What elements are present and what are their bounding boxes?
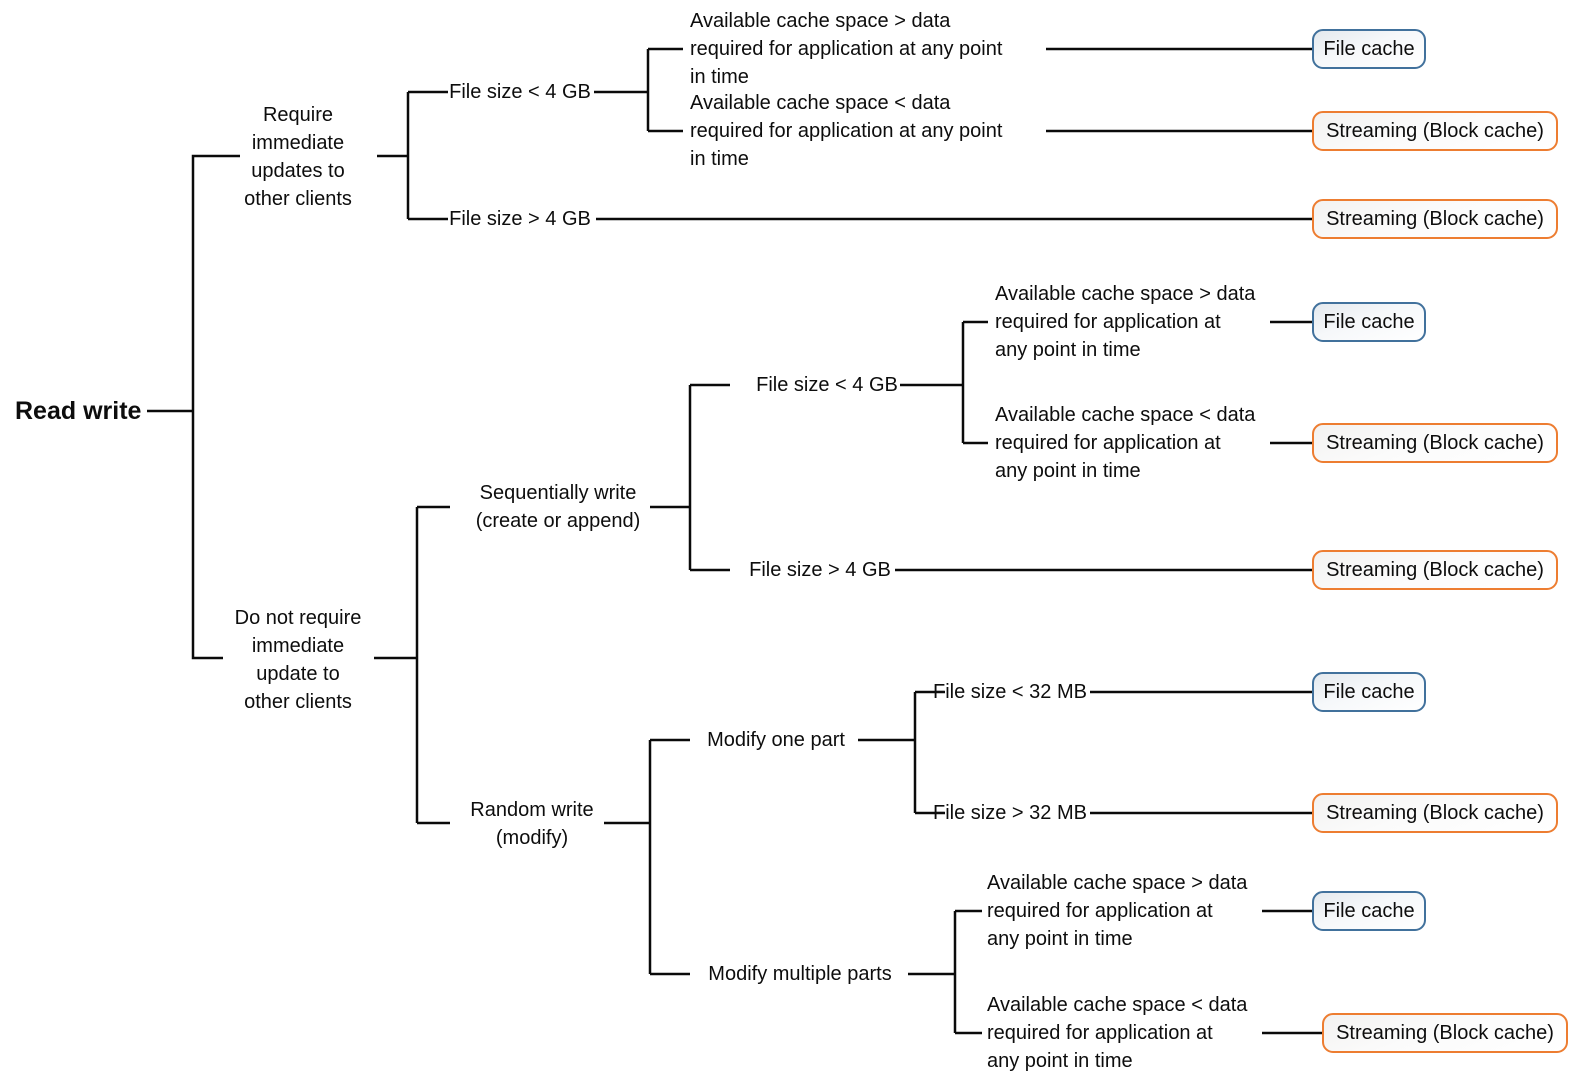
file-size-gt-4gb-top-label: File size > 4 GB bbox=[449, 208, 591, 230]
mid-leaf-connectors bbox=[895, 320, 1312, 572]
random-write-label: Random write (modify) bbox=[470, 799, 594, 849]
cache-lt-data-top-label: Available cache space < data required fo… bbox=[690, 92, 1003, 170]
file-size-lt-4gb-top-label: File size < 4 GB bbox=[449, 81, 591, 103]
cache-gt-data-mid-label: Available cache space > data required fo… bbox=[995, 283, 1256, 361]
file-cache-box-3: File cache bbox=[1312, 672, 1426, 712]
bottom-leaf-connectors bbox=[1262, 909, 1322, 1035]
cache-gt-data-top-label: Available cache space > data required fo… bbox=[690, 10, 1003, 88]
branch-no-immediate-label: Do not require immediate update to other… bbox=[234, 607, 362, 713]
modify-multi-split bbox=[908, 909, 982, 1035]
sequential-write-label: Sequentially write (create or append) bbox=[475, 482, 641, 532]
streaming-box-1: Streaming (Block cache) bbox=[1312, 111, 1558, 151]
file-size-lt-32mb-label: File size < 32 MB bbox=[933, 681, 1087, 703]
branch-not-immediate-connectors bbox=[374, 505, 450, 825]
top-cache-split bbox=[594, 47, 683, 133]
streaming-box-2: Streaming (Block cache) bbox=[1312, 199, 1558, 239]
seq-write-split bbox=[650, 383, 730, 572]
modify-one-split bbox=[858, 690, 945, 815]
branch-immediate-connectors bbox=[377, 90, 448, 221]
branch-require-immediate-label: Require immediate updates to other clien… bbox=[244, 104, 352, 210]
cache-lt-data-bottom-label: Available cache space < data required fo… bbox=[987, 994, 1248, 1072]
streaming-box-4: Streaming (Block cache) bbox=[1312, 550, 1558, 590]
streaming-box-3: Streaming (Block cache) bbox=[1312, 423, 1558, 463]
file-size-gt-4gb-mid-label: File size > 4 GB bbox=[749, 559, 891, 581]
file-size-gt-32mb-label: File size > 32 MB bbox=[933, 802, 1087, 824]
file-cache-box-4: File cache bbox=[1312, 891, 1426, 931]
file-cache-box-1: File cache bbox=[1312, 29, 1426, 69]
top-leaf-connectors bbox=[596, 47, 1312, 221]
file-cache-box-2: File cache bbox=[1312, 302, 1426, 342]
root-connector bbox=[147, 154, 240, 660]
file-size-lt-4gb-mid-label: File size < 4 GB bbox=[756, 374, 898, 396]
streaming-box-6: Streaming (Block cache) bbox=[1322, 1013, 1568, 1053]
root-read-write-label: Read write bbox=[15, 397, 142, 425]
modify-one-part-label: Modify one part bbox=[707, 729, 845, 751]
streaming-box-5: Streaming (Block cache) bbox=[1312, 793, 1558, 833]
random-write-split bbox=[604, 738, 690, 976]
modify-multiple-parts-label: Modify multiple parts bbox=[708, 963, 892, 985]
cache-lt-data-mid-label: Available cache space < data required fo… bbox=[995, 404, 1256, 482]
mid-cache-split bbox=[900, 320, 988, 445]
modify-one-leaf-connectors bbox=[1090, 690, 1312, 815]
cache-gt-data-bottom-label: Available cache space > data required fo… bbox=[987, 872, 1248, 950]
